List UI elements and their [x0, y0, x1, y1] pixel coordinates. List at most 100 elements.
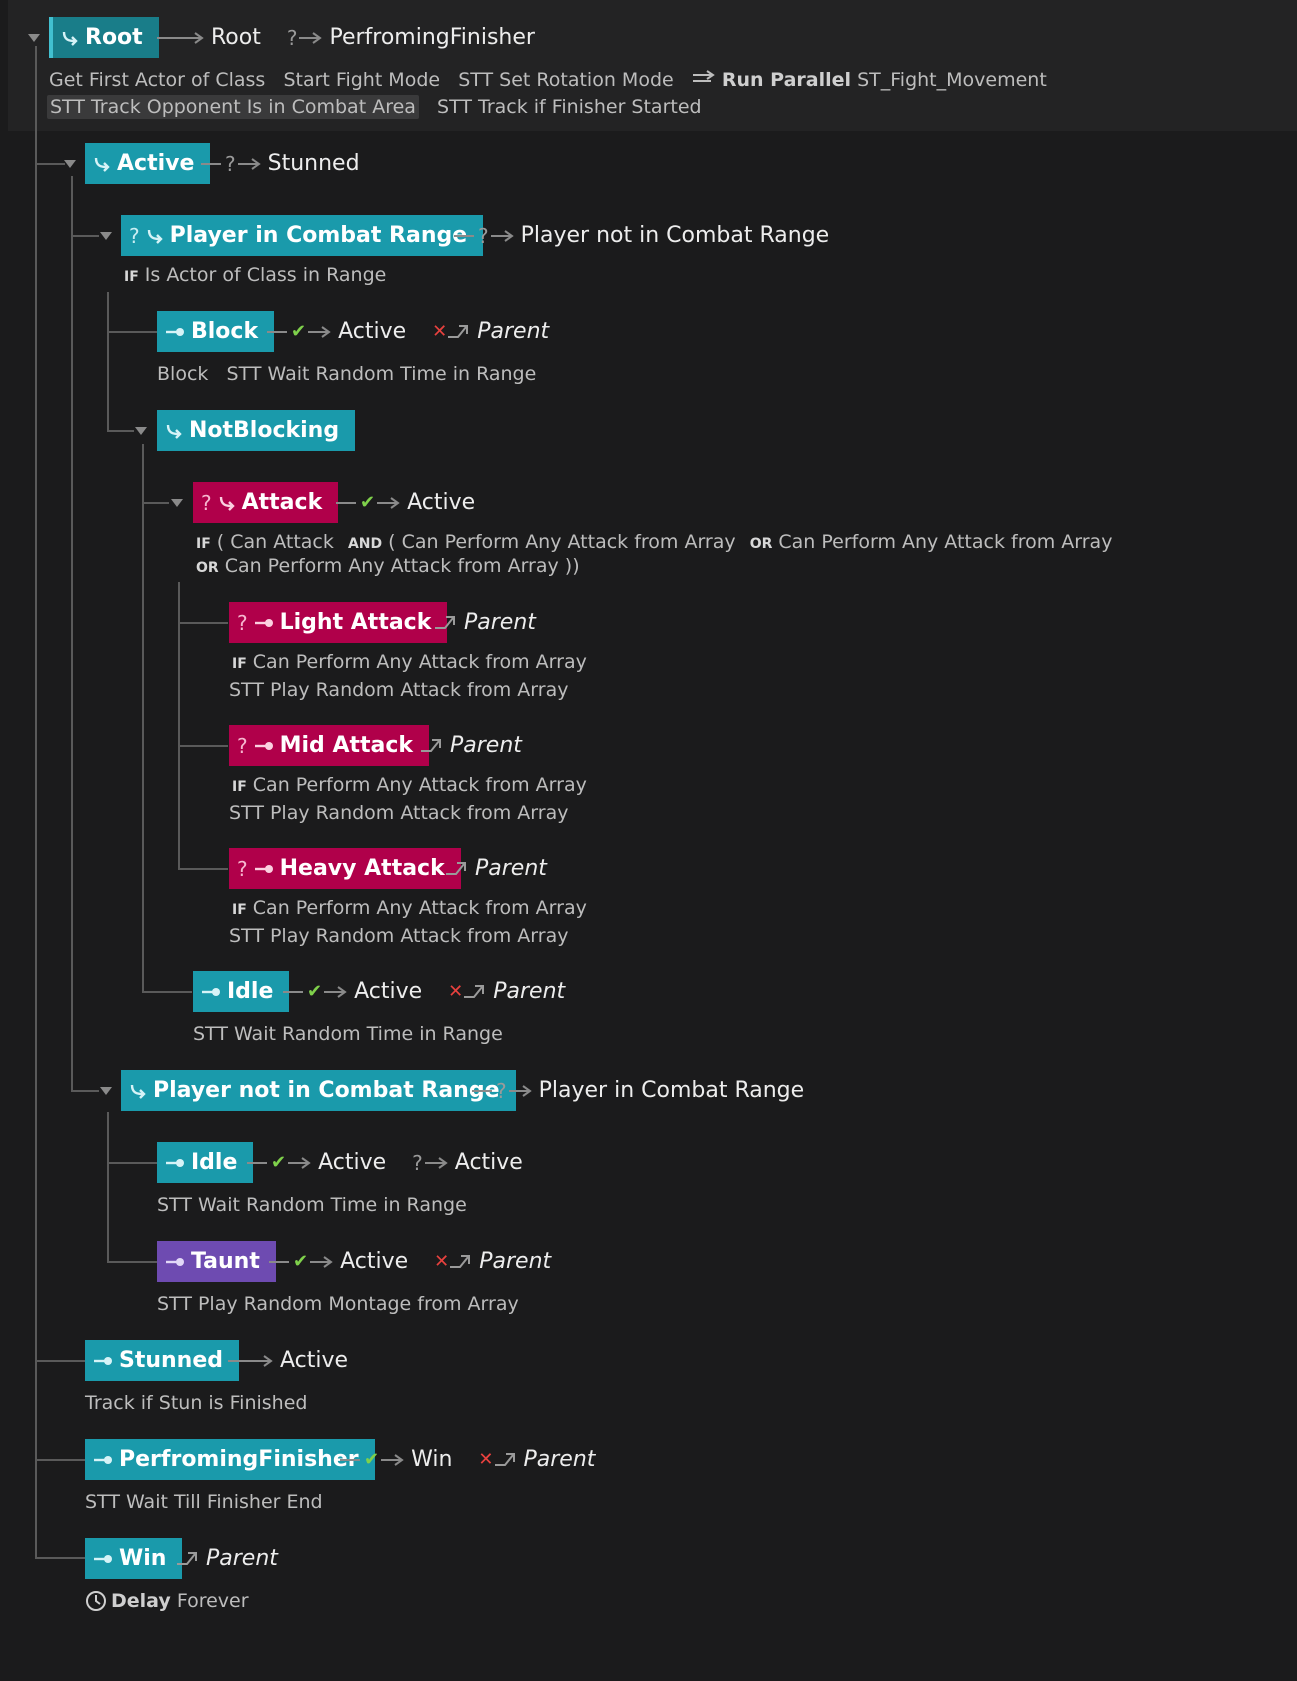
condition-text[interactable]: ( Can Perform Any Attack from Array: [388, 531, 736, 553]
run-parallel-value[interactable]: ST_Fight_Movement: [857, 69, 1047, 91]
fail-target[interactable]: Parent: [479, 1249, 552, 1274]
taunt-task[interactable]: STT Play Random Montage from Array: [157, 1293, 519, 1315]
condition-text[interactable]: Can Perform Any Attack from Array: [252, 897, 587, 919]
task-set-rotation-mode[interactable]: STT Set Rotation Mode: [458, 69, 674, 91]
tree-branch-notinrange: [71, 1090, 99, 1092]
fail-target[interactable]: Parent: [493, 979, 566, 1004]
task-track-opponent[interactable]: STT Track Opponent Is in Combat Area: [47, 95, 419, 119]
success-target[interactable]: Active: [354, 979, 423, 1004]
fail-target[interactable]: Parent: [523, 1447, 596, 1472]
condition-text[interactable]: Can Perform Any Attack from Array: [778, 531, 1113, 553]
transition-target[interactable]: Player not in Combat Range: [520, 223, 830, 248]
state-idle-2[interactable]: Idle: [157, 1142, 254, 1183]
tree-branch-block: [107, 331, 157, 333]
state-win[interactable]: Win: [85, 1538, 183, 1579]
condition-target[interactable]: Active: [454, 1150, 523, 1175]
collapse-root-toggle[interactable]: [28, 34, 40, 42]
transition-target[interactable]: Parent: [475, 856, 547, 881]
collapse-notinrange-toggle[interactable]: [100, 1087, 112, 1095]
attack-transitions: ✔ Active: [336, 482, 481, 523]
state-notblocking[interactable]: NotBlocking: [157, 410, 356, 451]
heavy-attack-task[interactable]: STT Play Random Attack from Array: [229, 925, 569, 947]
delay-label: Delay: [111, 1590, 171, 1612]
mid-attack-task[interactable]: STT Play Random Attack from Array: [229, 802, 569, 824]
condition-text[interactable]: Is Actor of Class in Range: [144, 264, 387, 286]
transition-target[interactable]: Player in Combat Range: [538, 1078, 805, 1103]
task-wait-random[interactable]: STT Wait Random Time in Range: [226, 363, 537, 385]
parent-arrow-icon: [421, 738, 441, 752]
condition-text[interactable]: Can Perform Any Attack from Array )): [224, 555, 580, 577]
success-check-icon: ✔: [293, 1251, 309, 1272]
state-heavy-attack[interactable]: ? Heavy Attack: [229, 848, 461, 889]
task-block[interactable]: Block: [157, 363, 209, 385]
idle1-transitions: ✔ Active ✕ Parent: [283, 971, 565, 1012]
transition-target-finisher[interactable]: PerfromingFinisher: [329, 25, 535, 50]
if-keyword: IF: [196, 536, 211, 552]
state-player-not-in-combat-range[interactable]: Player not in Combat Range: [121, 1070, 516, 1111]
state-active[interactable]: Active: [85, 143, 211, 184]
transition-arrow-icon: [381, 1453, 404, 1466]
transition-arrow-icon: [299, 31, 323, 44]
transition-target[interactable]: Parent: [450, 733, 522, 758]
condition-can-attack[interactable]: ( Can Attack: [216, 531, 334, 553]
task-node-icon: [93, 1453, 115, 1467]
run-parallel-label: Run Parallel: [721, 69, 852, 91]
fail-target[interactable]: Parent: [477, 319, 550, 344]
transition-target[interactable]: Parent: [206, 1546, 278, 1571]
success-target[interactable]: Win: [411, 1447, 453, 1472]
condition-icon: ?: [478, 223, 489, 248]
condition-text[interactable]: Can Perform Any Attack from Array: [252, 651, 587, 673]
heavy-attack-condition: IF Can Perform Any Attack from Array: [232, 897, 587, 919]
transition-arrow-icon: [310, 1255, 333, 1268]
success-target[interactable]: Active: [338, 319, 407, 344]
tree-branch-taunt: [107, 1261, 157, 1263]
enter-condition-icon: ?: [237, 733, 248, 758]
finisher-transitions: ✔ Win ✕ Parent: [340, 1439, 595, 1480]
state-root[interactable]: Root: [49, 17, 159, 58]
state-idle[interactable]: Idle: [193, 971, 290, 1012]
condition-text[interactable]: Can Perform Any Attack from Array: [252, 774, 587, 796]
state-taunt[interactable]: Taunt: [157, 1241, 276, 1282]
idle2-task[interactable]: STT Wait Random Time in Range: [157, 1194, 467, 1216]
transition-target-root[interactable]: Root: [211, 25, 261, 50]
success-target[interactable]: Active: [318, 1150, 387, 1175]
transition-target[interactable]: Parent: [464, 610, 536, 635]
collapse-inrange-toggle[interactable]: [100, 232, 112, 240]
stunned-task[interactable]: Track if Stun is Finished: [85, 1392, 308, 1414]
task-get-first-actor[interactable]: Get First Actor of Class: [49, 69, 266, 91]
if-keyword: IF: [232, 902, 247, 918]
task-track-finisher[interactable]: STT Track if Finisher Started: [437, 96, 702, 118]
taunt-transitions: ✔ Active ✕ Parent: [269, 1241, 551, 1282]
tree-branch-inrange: [71, 235, 99, 237]
tree-branch-finisher: [35, 1459, 85, 1461]
collapse-attack-toggle[interactable]: [171, 499, 183, 507]
collapse-active-toggle[interactable]: [64, 160, 76, 168]
root-transitions: Root ? PerfromingFinisher: [157, 17, 541, 58]
success-target[interactable]: Active: [407, 490, 476, 515]
tree-branch-mid: [178, 745, 228, 747]
transition-target[interactable]: Active: [280, 1348, 349, 1373]
if-keyword: IF: [124, 269, 139, 285]
finisher-task[interactable]: STT Wait Till Finisher End: [85, 1491, 323, 1513]
idle2-transitions: ✔ Active ? Active: [247, 1142, 529, 1183]
state-player-in-combat-range[interactable]: ? Player in Combat Range: [121, 215, 484, 256]
light-attack-task[interactable]: STT Play Random Attack from Array: [229, 679, 569, 701]
task-start-fight-mode[interactable]: Start Fight Mode: [283, 69, 441, 91]
transition-arrow-icon: [377, 496, 400, 509]
state-block[interactable]: Block: [157, 311, 275, 352]
task-node-icon: [201, 985, 223, 999]
state-mid-attack[interactable]: ? Mid Attack: [229, 725, 430, 766]
transition-target[interactable]: Stunned: [267, 151, 360, 176]
state-attack[interactable]: ? Attack: [193, 482, 339, 523]
success-target[interactable]: Active: [340, 1249, 409, 1274]
idle1-task[interactable]: STT Wait Random Time in Range: [193, 1023, 503, 1045]
heavy-attack-transitions: Parent: [445, 848, 547, 889]
collapse-notblocking-toggle[interactable]: [135, 427, 147, 435]
state-light-attack[interactable]: ? Light Attack: [229, 602, 448, 643]
task-node-icon: [93, 1552, 115, 1566]
task-node-icon: [254, 862, 276, 876]
if-keyword: IF: [232, 779, 247, 795]
delay-value[interactable]: Forever: [176, 1590, 249, 1612]
state-perfroming-finisher[interactable]: PerfromingFinisher: [85, 1439, 375, 1480]
state-stunned[interactable]: Stunned: [85, 1340, 240, 1381]
